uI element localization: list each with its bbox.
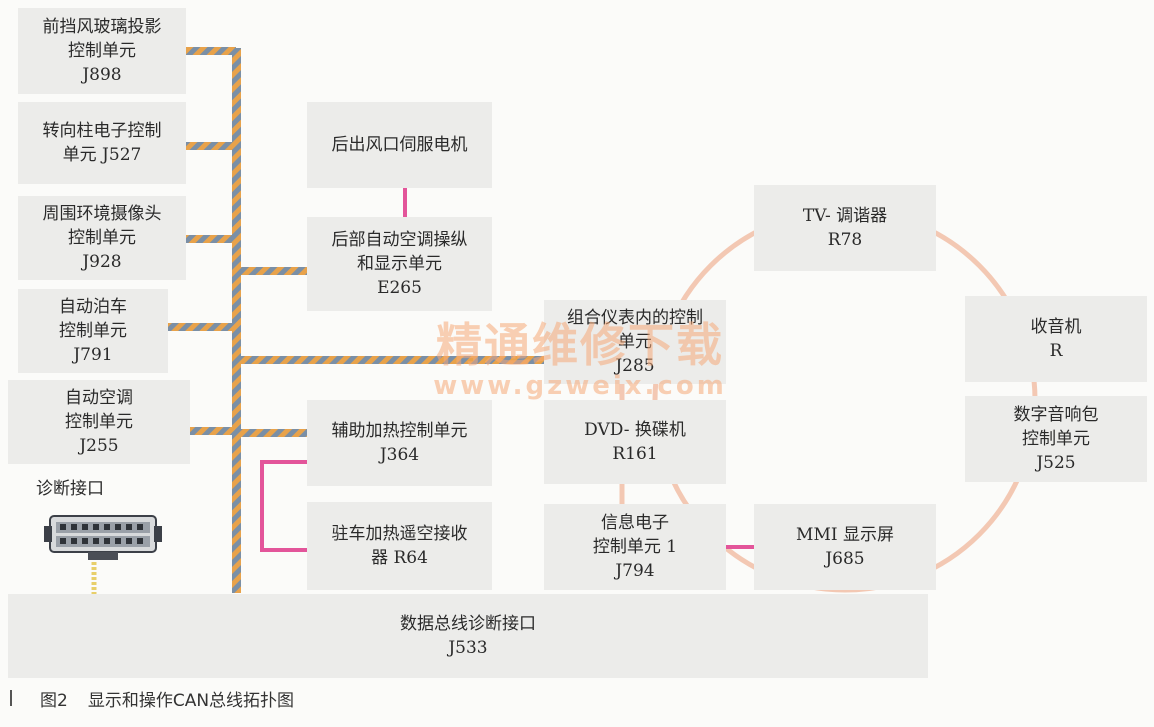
unit-r78: TV- 调谐器 R78 — [754, 185, 936, 271]
can-branch-j527 — [186, 142, 236, 150]
unit-label-line: 收音机 — [1030, 317, 1082, 337]
unit-label-line: 数据总线诊断接口 — [400, 614, 536, 634]
can-branch-j898 — [186, 47, 236, 55]
unit-label-line: J533 — [448, 638, 488, 658]
unit-label-line: 驻车加热遥空接收 — [331, 524, 468, 544]
lin-j364-r64 — [260, 460, 307, 552]
unit-j898: 前挡风玻璃投影控制单元 J898 — [18, 8, 186, 94]
unit-label-line: R — [1049, 341, 1063, 361]
figure-caption: 图2 显示和操作CAN总线拓扑图 — [10, 684, 294, 712]
unit-r64: 驻车加热遥空接收器 R64 — [307, 502, 492, 590]
caption-bar — [10, 690, 12, 706]
diag-port-label: 诊断接口 — [36, 479, 104, 499]
unit-j685: MMI 显示屏 J685 — [754, 504, 936, 590]
unit-j928: 周围环境摄像头控制单元 J928 — [18, 196, 186, 280]
unit-rear-servo: 后出风口伺服电机 — [307, 102, 492, 188]
unit-label-line: J928 — [82, 252, 122, 272]
unit-label-line: J285 — [615, 356, 655, 376]
unit-label-line: J685 — [825, 549, 865, 569]
unit-label-line: 控制单元 1 — [592, 537, 678, 557]
unit-j255: 自动空调控制单元 J255 — [8, 380, 190, 464]
unit-j791: 自动泊车控制单元 J791 — [18, 289, 168, 373]
unit-label-line: TV- 调谐器 — [802, 206, 888, 226]
unit-j527: 转向柱电子控制单元 J527 — [18, 102, 186, 184]
unit-label-line: 控制单元 — [68, 41, 136, 61]
unit-j794: 信息电子控制单元 1 J794 — [544, 504, 726, 590]
unit-label-line: 单元 — [618, 332, 652, 352]
unit-j533: 数据总线诊断接口 J533 — [8, 594, 928, 678]
unit-label-line: 和显示单元 — [357, 254, 442, 274]
unit-label-line: 周围环境摄像头 — [42, 204, 162, 224]
unit-r: 收音机 R — [965, 296, 1147, 382]
caption-title: 显示和操作CAN总线拓扑图 — [87, 690, 295, 711]
unit-label-line: DVD- 换碟机 — [584, 420, 686, 440]
unit-label-line: 自动空调 — [65, 388, 133, 408]
unit-label-line: J794 — [615, 561, 655, 581]
unit-label-line: 信息电子 — [601, 513, 669, 533]
unit-label-line: 后出风口伺服电机 — [331, 135, 468, 155]
can-branch-j791 — [168, 323, 236, 331]
unit-label-line: J364 — [379, 445, 420, 465]
unit-label-line: J898 — [82, 65, 122, 85]
unit-label-line: 控制单元 — [1022, 429, 1090, 449]
can-branch-j364 — [236, 429, 307, 437]
unit-label-line: 转向柱电子控制 — [42, 121, 162, 141]
unit-label-line: E265 — [377, 278, 422, 298]
unit-e265: 后部自动空调操纵和显示单元 E265 — [307, 217, 492, 311]
unit-label-line: 控制单元 — [59, 321, 127, 341]
unit-label-line: MMI 显示屏 — [796, 525, 894, 545]
can-branch-j255 — [190, 427, 236, 435]
unit-label-line: J525 — [1036, 453, 1076, 473]
unit-label-line: J255 — [79, 436, 119, 456]
unit-label-line: 辅助加热控制单元 — [331, 421, 468, 441]
caption-number: 图2 — [40, 690, 68, 711]
can-bus-trunk — [232, 48, 241, 593]
unit-j285: 组合仪表内的控制单元 J285 — [544, 300, 726, 384]
unit-label-line: J791 — [73, 345, 113, 365]
unit-label-line: R78 — [827, 230, 863, 250]
can-branch-j928 — [186, 235, 236, 243]
unit-label-line: 控制单元 — [68, 228, 136, 248]
unit-label-line: R161 — [612, 444, 658, 464]
unit-j525: 数字音响包控制单元 J525 — [965, 396, 1147, 482]
unit-label-line: 后部自动空调操纵 — [331, 230, 468, 250]
unit-label-line: 单元 J527 — [62, 145, 142, 165]
can-branch-j285 — [236, 356, 544, 364]
unit-r161: DVD- 换碟机 R161 — [544, 400, 726, 484]
unit-label-line: 控制单元 — [65, 412, 133, 432]
unit-j364: 辅助加热控制单元 J364 — [307, 400, 492, 486]
unit-label-line: 前挡风玻璃投影 — [42, 17, 162, 37]
obd-connector-icon — [44, 515, 162, 560]
can-branch-e265 — [236, 267, 307, 275]
unit-label-line: 自动泊车 — [59, 297, 127, 317]
unit-label-line: 数字音响包 — [1013, 405, 1099, 425]
unit-label-line: 器 R64 — [371, 548, 428, 568]
unit-label-line: 组合仪表内的控制 — [567, 308, 703, 328]
